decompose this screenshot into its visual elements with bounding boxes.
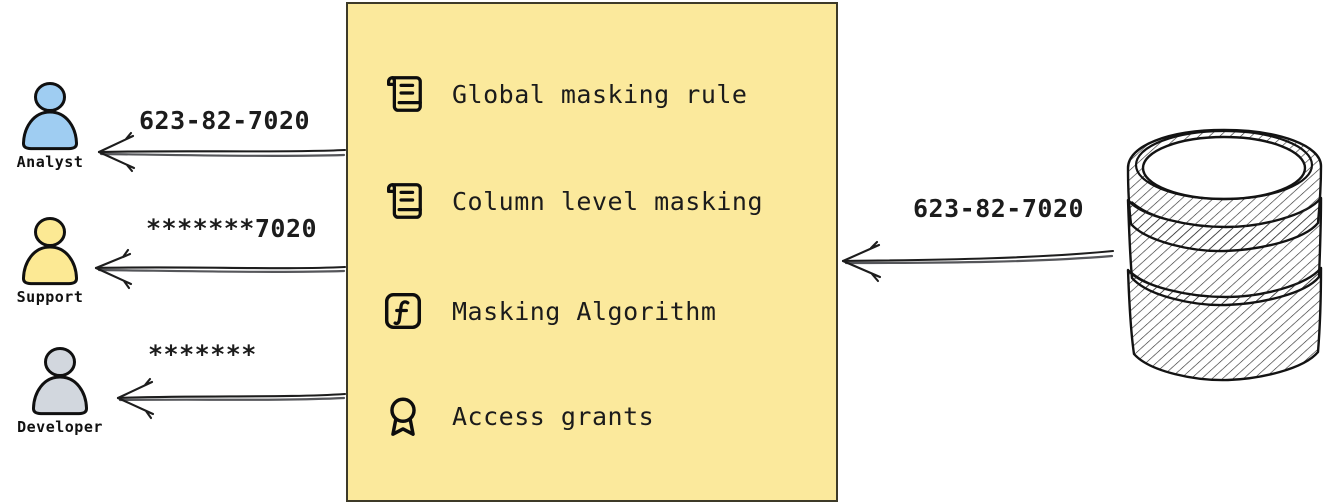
- scroll-icon: [386, 183, 422, 219]
- policy-row-label: Column level masking: [452, 186, 764, 216]
- actor-analyst[interactable]: Analyst: [0, 80, 100, 171]
- arrow-label-developer: *******: [148, 340, 257, 369]
- arrow-label-analyst: 623-82-7020: [139, 106, 311, 135]
- person-icon: [21, 217, 79, 286]
- policy-row-label: Masking Algorithm: [452, 296, 717, 326]
- policy-row-label: Global masking rule: [452, 79, 748, 109]
- database-icon[interactable]: [1120, 122, 1330, 392]
- actor-developer[interactable]: Developer: [10, 345, 110, 436]
- person-icon: [31, 347, 89, 416]
- person-icon: [21, 82, 79, 151]
- actor-label: Analyst: [16, 153, 84, 171]
- arrow-to-developer: [116, 377, 347, 420]
- arrow-to-support: [94, 248, 347, 290]
- policy-row-access-grants[interactable]: Access grants: [380, 393, 654, 439]
- arrow-label-database: 623-82-7020: [913, 194, 1085, 223]
- arrow-label-support: *******7020: [146, 214, 318, 243]
- award-icon: [390, 397, 416, 436]
- actor-support[interactable]: Support: [0, 215, 100, 306]
- actor-label: Developer: [17, 418, 103, 436]
- scroll-icon: [386, 76, 422, 112]
- policy-row-global-masking-rule[interactable]: Global masking rule: [380, 71, 747, 117]
- actor-label: Support: [16, 288, 84, 306]
- policy-row-column-level-masking[interactable]: Column level masking: [380, 178, 763, 224]
- arrow-from-database: [841, 240, 1115, 283]
- arrow-to-analyst: [97, 131, 347, 173]
- database-cylinder: [1126, 128, 1323, 382]
- policy-row-label: Access grants: [452, 401, 655, 431]
- masking-policy-panel: Global masking rule Column level masking: [346, 2, 838, 502]
- masking-policy-list: Global masking rule Column level masking: [348, 4, 836, 500]
- function-icon: [384, 292, 422, 330]
- policy-row-masking-algorithm[interactable]: Masking Algorithm: [380, 288, 716, 334]
